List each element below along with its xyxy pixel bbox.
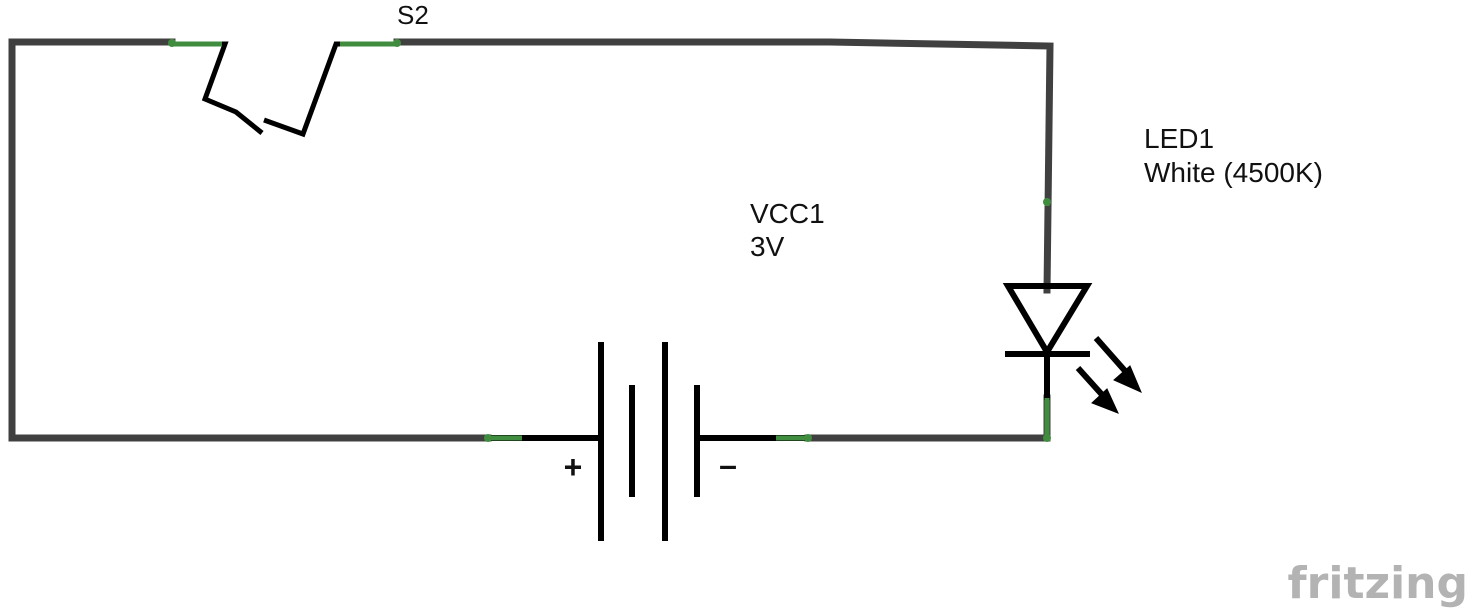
wire-bottom-right[interactable] xyxy=(804,394,1051,442)
led-anode-triangle xyxy=(1002,283,1093,358)
switch-s2-right-contact xyxy=(263,41,397,138)
led-light-arrows xyxy=(1075,336,1142,414)
battery-minus-sign: – xyxy=(719,447,737,483)
battery-ref-label: VCC1 xyxy=(750,198,825,229)
connector-dots xyxy=(168,39,1051,442)
wires xyxy=(8,38,1054,442)
switch-s2-left-contact xyxy=(172,41,264,135)
led-led1[interactable]: LED1 White (4500K) xyxy=(1002,123,1323,440)
battery-value-label: 3V xyxy=(750,231,785,262)
battery-plus-sign: + xyxy=(564,449,583,485)
led-value-label: White (4500K) xyxy=(1144,157,1323,188)
wire-left-loop[interactable] xyxy=(8,38,492,442)
battery-vcc1[interactable]: + – VCC1 3V xyxy=(488,198,825,541)
switch-s2-label: S2 xyxy=(397,0,429,30)
switch-s2[interactable]: S2 xyxy=(172,0,429,138)
fritzing-watermark: fritzing xyxy=(1288,558,1468,609)
wire-top-right[interactable] xyxy=(393,38,1054,294)
led-ref-label: LED1 xyxy=(1144,123,1214,154)
